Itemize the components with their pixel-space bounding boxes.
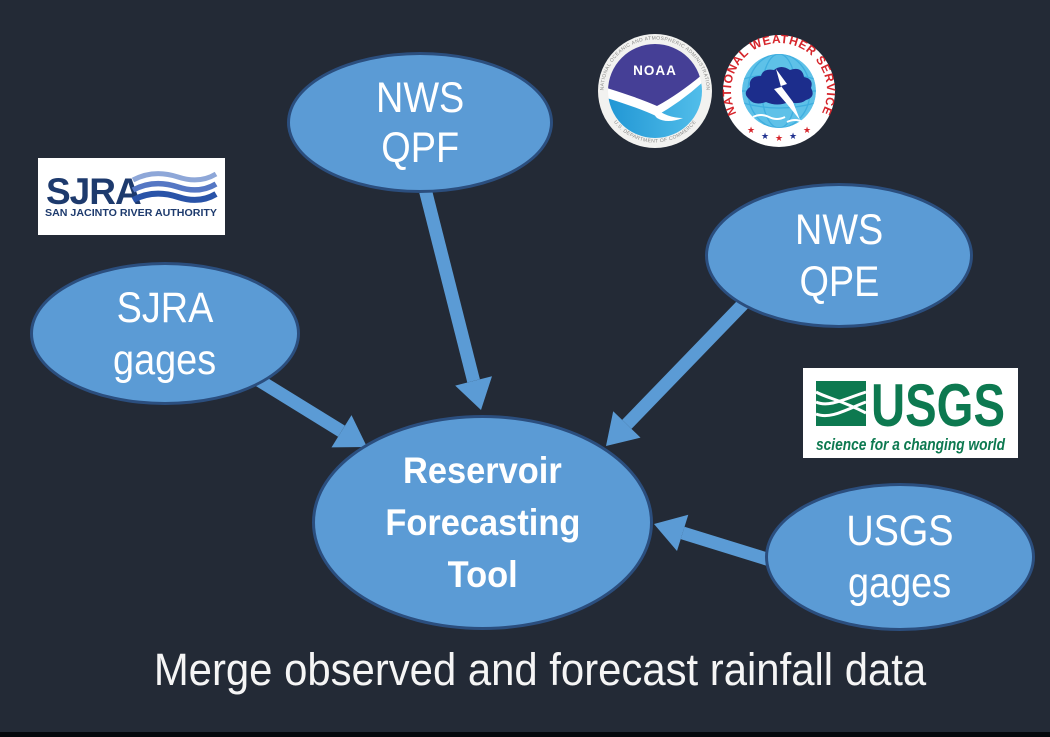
arrow-qpf-to-center (417, 183, 492, 410)
sjra-logo-background (38, 158, 225, 235)
bottom-bar (0, 732, 1050, 737)
usgs-logo-wordmark: USGS (871, 372, 1005, 439)
node-nws-qpe: NWS QPE (705, 183, 973, 328)
usgs-logo-tagline: science for a changing world (816, 435, 1005, 454)
noaa-logo-sea (608, 82, 702, 138)
node-nws-qpf-line1: NWS (375, 73, 465, 122)
node-sjra-gages: SJRA gages (30, 262, 300, 405)
sjra-logo-waves-icon (131, 171, 218, 203)
node-center-line2: Forecasting (384, 501, 581, 543)
svg-text:★: ★ (803, 126, 811, 136)
svg-text:★: ★ (775, 134, 783, 144)
svg-text:★: ★ (789, 132, 797, 142)
node-nws-qpf: NWS QPF (287, 52, 553, 193)
node-center-line1: Reservoir (403, 449, 562, 491)
node-center-line3: Tool (447, 553, 518, 595)
noaa-logo-wordmark: NOAA (633, 63, 677, 78)
usgs-logo-waves-icon (815, 381, 867, 426)
usgs-logo: USGS science for a changing world (803, 368, 1018, 458)
nws-logo-cloud-icon (745, 67, 813, 105)
svg-text:★: ★ (761, 132, 769, 142)
node-sjra-gages-line2: gages (113, 335, 217, 384)
arrow-qpe-to-center (606, 295, 752, 446)
nws-logo-lightning-icon (774, 69, 800, 120)
noaa-logo-sky (608, 44, 702, 106)
node-nws-qpf-line2: QPF (381, 123, 459, 172)
noaa-logo-bird-icon (653, 108, 683, 121)
sjra-logo-wordmark: SJRA (46, 171, 141, 212)
caption: Merge observed and forecast rainfall dat… (153, 644, 927, 695)
node-reservoir-forecasting-tool: Reservoir Forecasting Tool (312, 415, 653, 630)
node-nws-qpe-line1: NWS (794, 205, 884, 254)
node-usgs-gages-line1: USGS (846, 507, 954, 555)
sjra-logo: SJRA SAN JACINTO RIVER AUTHORITY (38, 158, 225, 235)
svg-text:★: ★ (747, 126, 755, 136)
node-nws-qpe-line2: QPE (799, 257, 879, 306)
arrow-sjra-to-center (248, 370, 367, 448)
nws-logo-stars: ★ ★ ★ ★ ★ (747, 126, 811, 144)
sjra-logo-tagline: SAN JACINTO RIVER AUTHORITY (45, 208, 217, 219)
node-sjra-gages-line1: SJRA (116, 283, 214, 332)
nws-logo: NATIONAL WEATHER SERVICE ★ ★ ★ ★ ★ (722, 34, 836, 147)
node-usgs-gages: USGS gages (765, 483, 1035, 631)
node-usgs-gages-line2: gages (848, 559, 952, 607)
noaa-logo: NATIONAL OCEANIC AND ATMOSPHERIC ADMINIS… (598, 34, 712, 148)
arrow-usgs-to-center (654, 514, 772, 567)
